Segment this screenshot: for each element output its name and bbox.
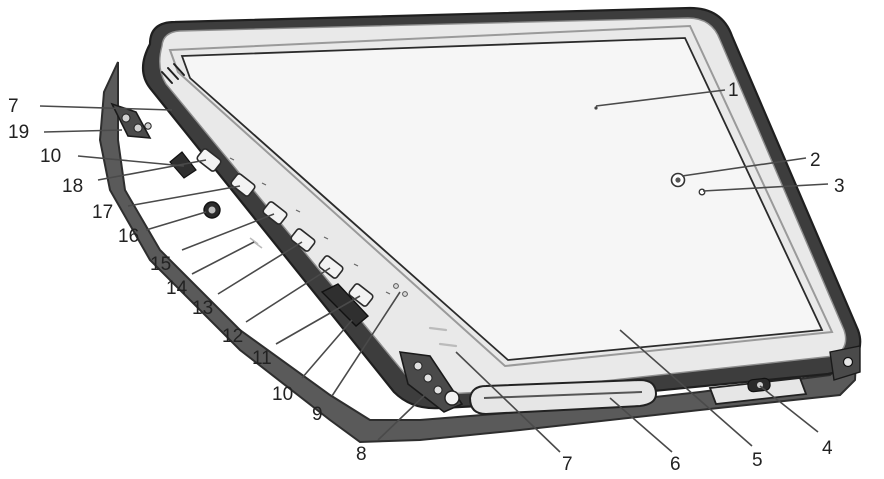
callout-10b: 10	[272, 384, 293, 405]
corner-cap	[829, 345, 861, 381]
light-sensor	[698, 188, 706, 196]
callout-14: 14	[166, 278, 188, 299]
leader-lines	[39, 89, 829, 453]
leader-18	[97, 159, 207, 181]
leader-4	[759, 385, 819, 433]
front-camera	[670, 172, 686, 188]
leader-1	[595, 89, 726, 107]
callout-19: 19	[8, 122, 29, 143]
callout-1: 1	[728, 80, 739, 101]
callout-15: 15	[150, 254, 171, 275]
callout-9: 9	[312, 404, 323, 425]
callout-17: 17	[92, 202, 113, 223]
callout-10a: 10	[40, 146, 61, 167]
callout-7a: 7	[8, 96, 19, 117]
side-button-13	[290, 228, 316, 252]
usb-port-cover	[708, 377, 808, 405]
side-button-15	[262, 201, 288, 225]
bottom-strap-groove	[483, 391, 643, 399]
side-button-18	[196, 148, 222, 172]
side-mic-slots	[249, 237, 263, 249]
leader-16	[145, 211, 207, 231]
side-button-17	[230, 173, 256, 197]
tablet-device	[98, 6, 862, 444]
leader-11	[275, 295, 361, 345]
leader-8	[377, 391, 429, 441]
side-round-button-center	[208, 206, 216, 214]
leader-10b	[301, 319, 353, 379]
callout-16: 16	[118, 226, 139, 247]
callout-18: 18	[62, 176, 83, 197]
leader-9	[331, 291, 401, 397]
leader-6	[609, 397, 673, 453]
leader-5	[619, 329, 753, 447]
callout-numbers: 1 2 3 4 5 6 7 7 8 9 10 10 11 12 13 14 15…	[8, 80, 845, 475]
leader-19	[43, 129, 123, 133]
callout-13: 13	[192, 298, 213, 319]
callout-12: 12	[222, 326, 243, 347]
leader-7b	[455, 351, 561, 453]
callout-5: 5	[752, 450, 763, 471]
callout-8: 8	[356, 444, 367, 465]
side-connector-bottom	[398, 351, 464, 413]
leader-14	[191, 241, 255, 275]
leader-3	[702, 183, 829, 192]
leader-13	[217, 241, 303, 295]
tablet-screen	[180, 37, 824, 361]
callout-2: 2	[810, 150, 821, 171]
leader-12	[245, 267, 331, 323]
callout-3: 3	[834, 176, 845, 197]
leader-7a	[39, 105, 173, 111]
side-button-column	[196, 148, 374, 307]
microphone-hole	[594, 106, 598, 110]
callout-11: 11	[252, 348, 272, 369]
side-button-11	[348, 283, 374, 307]
leader-15	[181, 213, 275, 251]
callout-6: 6	[670, 454, 681, 475]
button-ticks	[229, 157, 391, 295]
callout-4: 4	[822, 438, 833, 459]
callout-7b: 7	[562, 454, 573, 475]
leader-10a	[77, 155, 185, 167]
speaker-slots-top	[161, 63, 185, 84]
led-indicator	[393, 283, 408, 297]
side-button-12	[318, 255, 344, 279]
bottom-strap-slot	[468, 378, 658, 416]
leader-2	[681, 157, 807, 177]
speaker-slots-bottom	[428, 326, 458, 348]
leader-17	[127, 185, 241, 207]
